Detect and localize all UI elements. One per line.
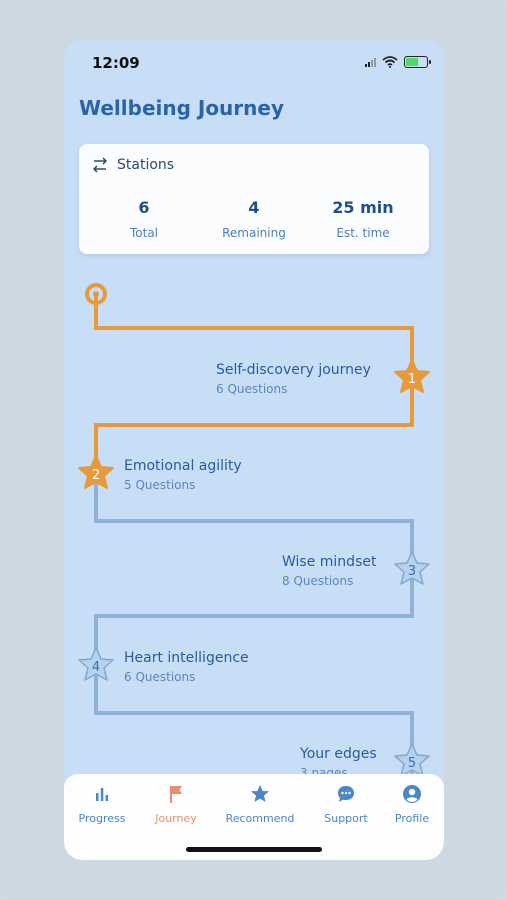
svg-text:4: 4: [92, 660, 100, 675]
stations-summary-card: Stations 6 Total 4 Remaining 25 min Est.…: [79, 144, 429, 254]
stat-value: 25 min: [332, 198, 394, 217]
stat-value: 4: [248, 198, 260, 217]
tab-progress[interactable]: Progress: [64, 782, 140, 825]
swap-arrows-icon: [92, 157, 108, 173]
journey-map: 1 2 3 4 5 Se: [64, 266, 444, 826]
journey-path-svg: 1 2 3 4 5: [78, 283, 430, 777]
station-sub: 6 Questions: [124, 670, 196, 684]
upcoming-path: [94, 472, 414, 776]
status-time: 12:09: [92, 54, 140, 72]
station-name: Heart intelligence: [124, 650, 249, 666]
user-circle-icon: [403, 785, 421, 803]
station-2[interactable]: Emotional agility 5 Questions: [124, 458, 242, 492]
station-3[interactable]: Wise mindset 8 Questions: [282, 554, 376, 588]
station-name: Emotional agility: [124, 458, 242, 474]
chat-bubble-icon: [338, 786, 354, 802]
tab-profile[interactable]: Profile: [374, 782, 444, 825]
station-sub: 6 Questions: [216, 382, 288, 396]
station-sub: 8 Questions: [282, 574, 354, 588]
stat-remaining: 4 Remaining: [199, 198, 309, 240]
page-title: Wellbeing Journey: [79, 96, 284, 120]
stat-caption: Est. time: [336, 226, 390, 240]
svg-text:2: 2: [92, 468, 100, 483]
bar-chart-icon: [96, 788, 109, 801]
tab-label: Profile: [394, 812, 430, 825]
station-4[interactable]: Heart intelligence 6 Questions: [124, 650, 249, 684]
tab-label: Support: [324, 812, 368, 825]
tab-journey[interactable]: Journey: [138, 782, 214, 825]
tab-label: Journey: [155, 812, 197, 825]
flag-icon: [170, 786, 182, 803]
station-3-star-icon[interactable]: 3: [394, 551, 430, 585]
start-node-dot: [93, 291, 99, 297]
status-bar: 12:09: [64, 40, 444, 86]
station-name: Self-discovery journey: [216, 362, 371, 378]
station-sub: 5 Questions: [124, 478, 196, 492]
station-2-star-icon[interactable]: 2: [78, 455, 114, 489]
tab-support[interactable]: Support: [308, 782, 384, 825]
tab-recommend[interactable]: Recommend: [222, 782, 298, 825]
cellular-signal-icon: [365, 57, 376, 67]
station-5-star-icon[interactable]: 5: [394, 743, 430, 777]
stations-label: Stations: [117, 157, 175, 173]
station-1[interactable]: Self-discovery journey 6 Questions: [216, 362, 371, 396]
stat-caption: Remaining: [222, 226, 286, 240]
tab-label: Progress: [78, 812, 126, 825]
svg-text:5: 5: [408, 756, 416, 771]
home-indicator: [186, 847, 322, 852]
status-icons: [365, 56, 431, 68]
tab-bar: Progress Journey Recommend: [64, 774, 444, 860]
svg-text:3: 3: [408, 564, 416, 579]
wifi-icon: [382, 56, 398, 68]
station-4-star-icon[interactable]: 4: [78, 647, 114, 681]
svg-text:1: 1: [408, 372, 416, 387]
station-name: Your edges: [300, 746, 377, 762]
stat-value: 6: [138, 198, 150, 217]
star-icon: [251, 785, 269, 802]
station-name: Wise mindset: [282, 554, 377, 570]
stat-est-time: 25 min Est. time: [308, 198, 418, 240]
start-node-icon: [85, 283, 107, 305]
battery-icon: [404, 56, 431, 68]
station-1-star-icon[interactable]: 1: [394, 359, 430, 393]
phone-screen: 12:09 Wellbeing Journey: [64, 40, 444, 860]
stations-header: Stations: [91, 156, 174, 174]
tab-label: Recommend: [225, 812, 295, 825]
stat-caption: Total: [129, 226, 159, 240]
stat-total: 6 Total: [89, 198, 199, 240]
